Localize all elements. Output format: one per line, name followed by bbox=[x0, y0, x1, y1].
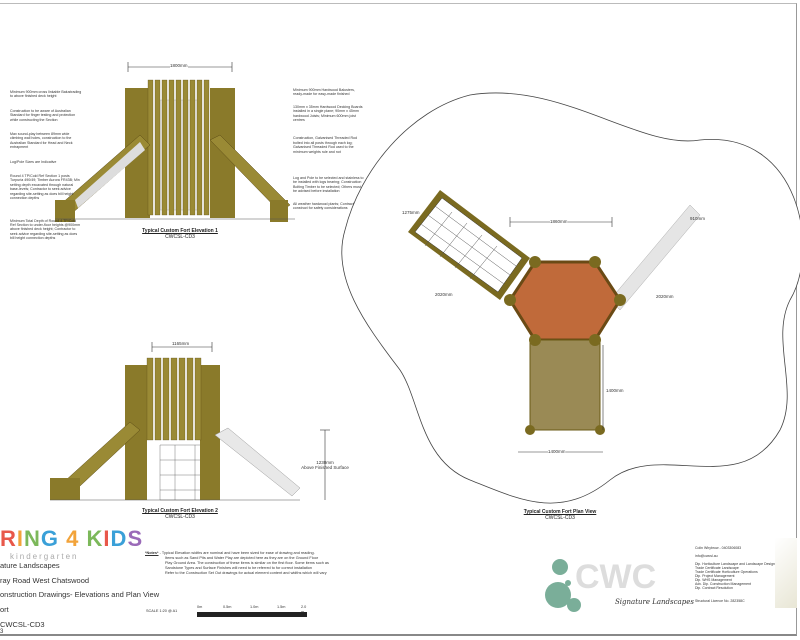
plan-dim-5: 2020mm bbox=[656, 294, 674, 299]
title-block-corner-graphic bbox=[775, 538, 797, 608]
plan-dim-3: 1860mm bbox=[550, 219, 568, 224]
scale-label: SCALE 1:20 @ A1 bbox=[146, 609, 178, 613]
title-line-2: ray Road West Chatswood bbox=[0, 576, 90, 585]
elevation-1-drawing bbox=[55, 62, 295, 222]
notes-block: *Notes* - Typical Elevation widths are n… bbox=[145, 551, 329, 575]
title-line-5: CWCSL-CD3 bbox=[0, 620, 45, 629]
plan-dim-4: 910mm bbox=[690, 216, 706, 221]
title-line-1: ature Landscapes bbox=[0, 561, 60, 570]
title-line-4: ort bbox=[0, 605, 9, 614]
title-line-6: 3 bbox=[0, 629, 4, 635]
plan-dim-2: 2020mm bbox=[435, 292, 453, 297]
company-contact: Colin Whybrow - 0403306083 info@cwcsl.au… bbox=[695, 546, 775, 603]
title-line-3: onstruction Drawings- Elevations and Pla… bbox=[0, 590, 160, 599]
plan-dim-7: 1400mm bbox=[548, 449, 566, 454]
elevation-1-notes-right: Minimum 900mm Hardwood Balusters, ready-… bbox=[293, 88, 364, 211]
elevation-2-width-dim: 1165mm bbox=[172, 341, 190, 346]
sheet-border bbox=[0, 3, 797, 636]
elevation-1-notes-left: Minimum 900mm cross linkable Balustradin… bbox=[10, 90, 82, 241]
cwc-logo-graphic bbox=[545, 559, 581, 612]
elevation-2-drawing bbox=[50, 342, 330, 501]
kindergarten-logo: RING 4 KIDS kindergarten bbox=[0, 526, 144, 561]
plan-dim-1: 1275mm bbox=[402, 210, 420, 215]
scale-bar: 0m 0.5m 1.0m 1.5m 2.0 m bbox=[197, 605, 307, 617]
plan-dim-6: 1400mm bbox=[606, 388, 624, 393]
cwc-tagline: Signature Landscapes bbox=[615, 598, 694, 606]
elevation-1-width-dim: 1800mm bbox=[170, 63, 188, 68]
plan-view-drawing bbox=[341, 92, 800, 504]
cwc-logo-text: CWC bbox=[575, 558, 657, 596]
